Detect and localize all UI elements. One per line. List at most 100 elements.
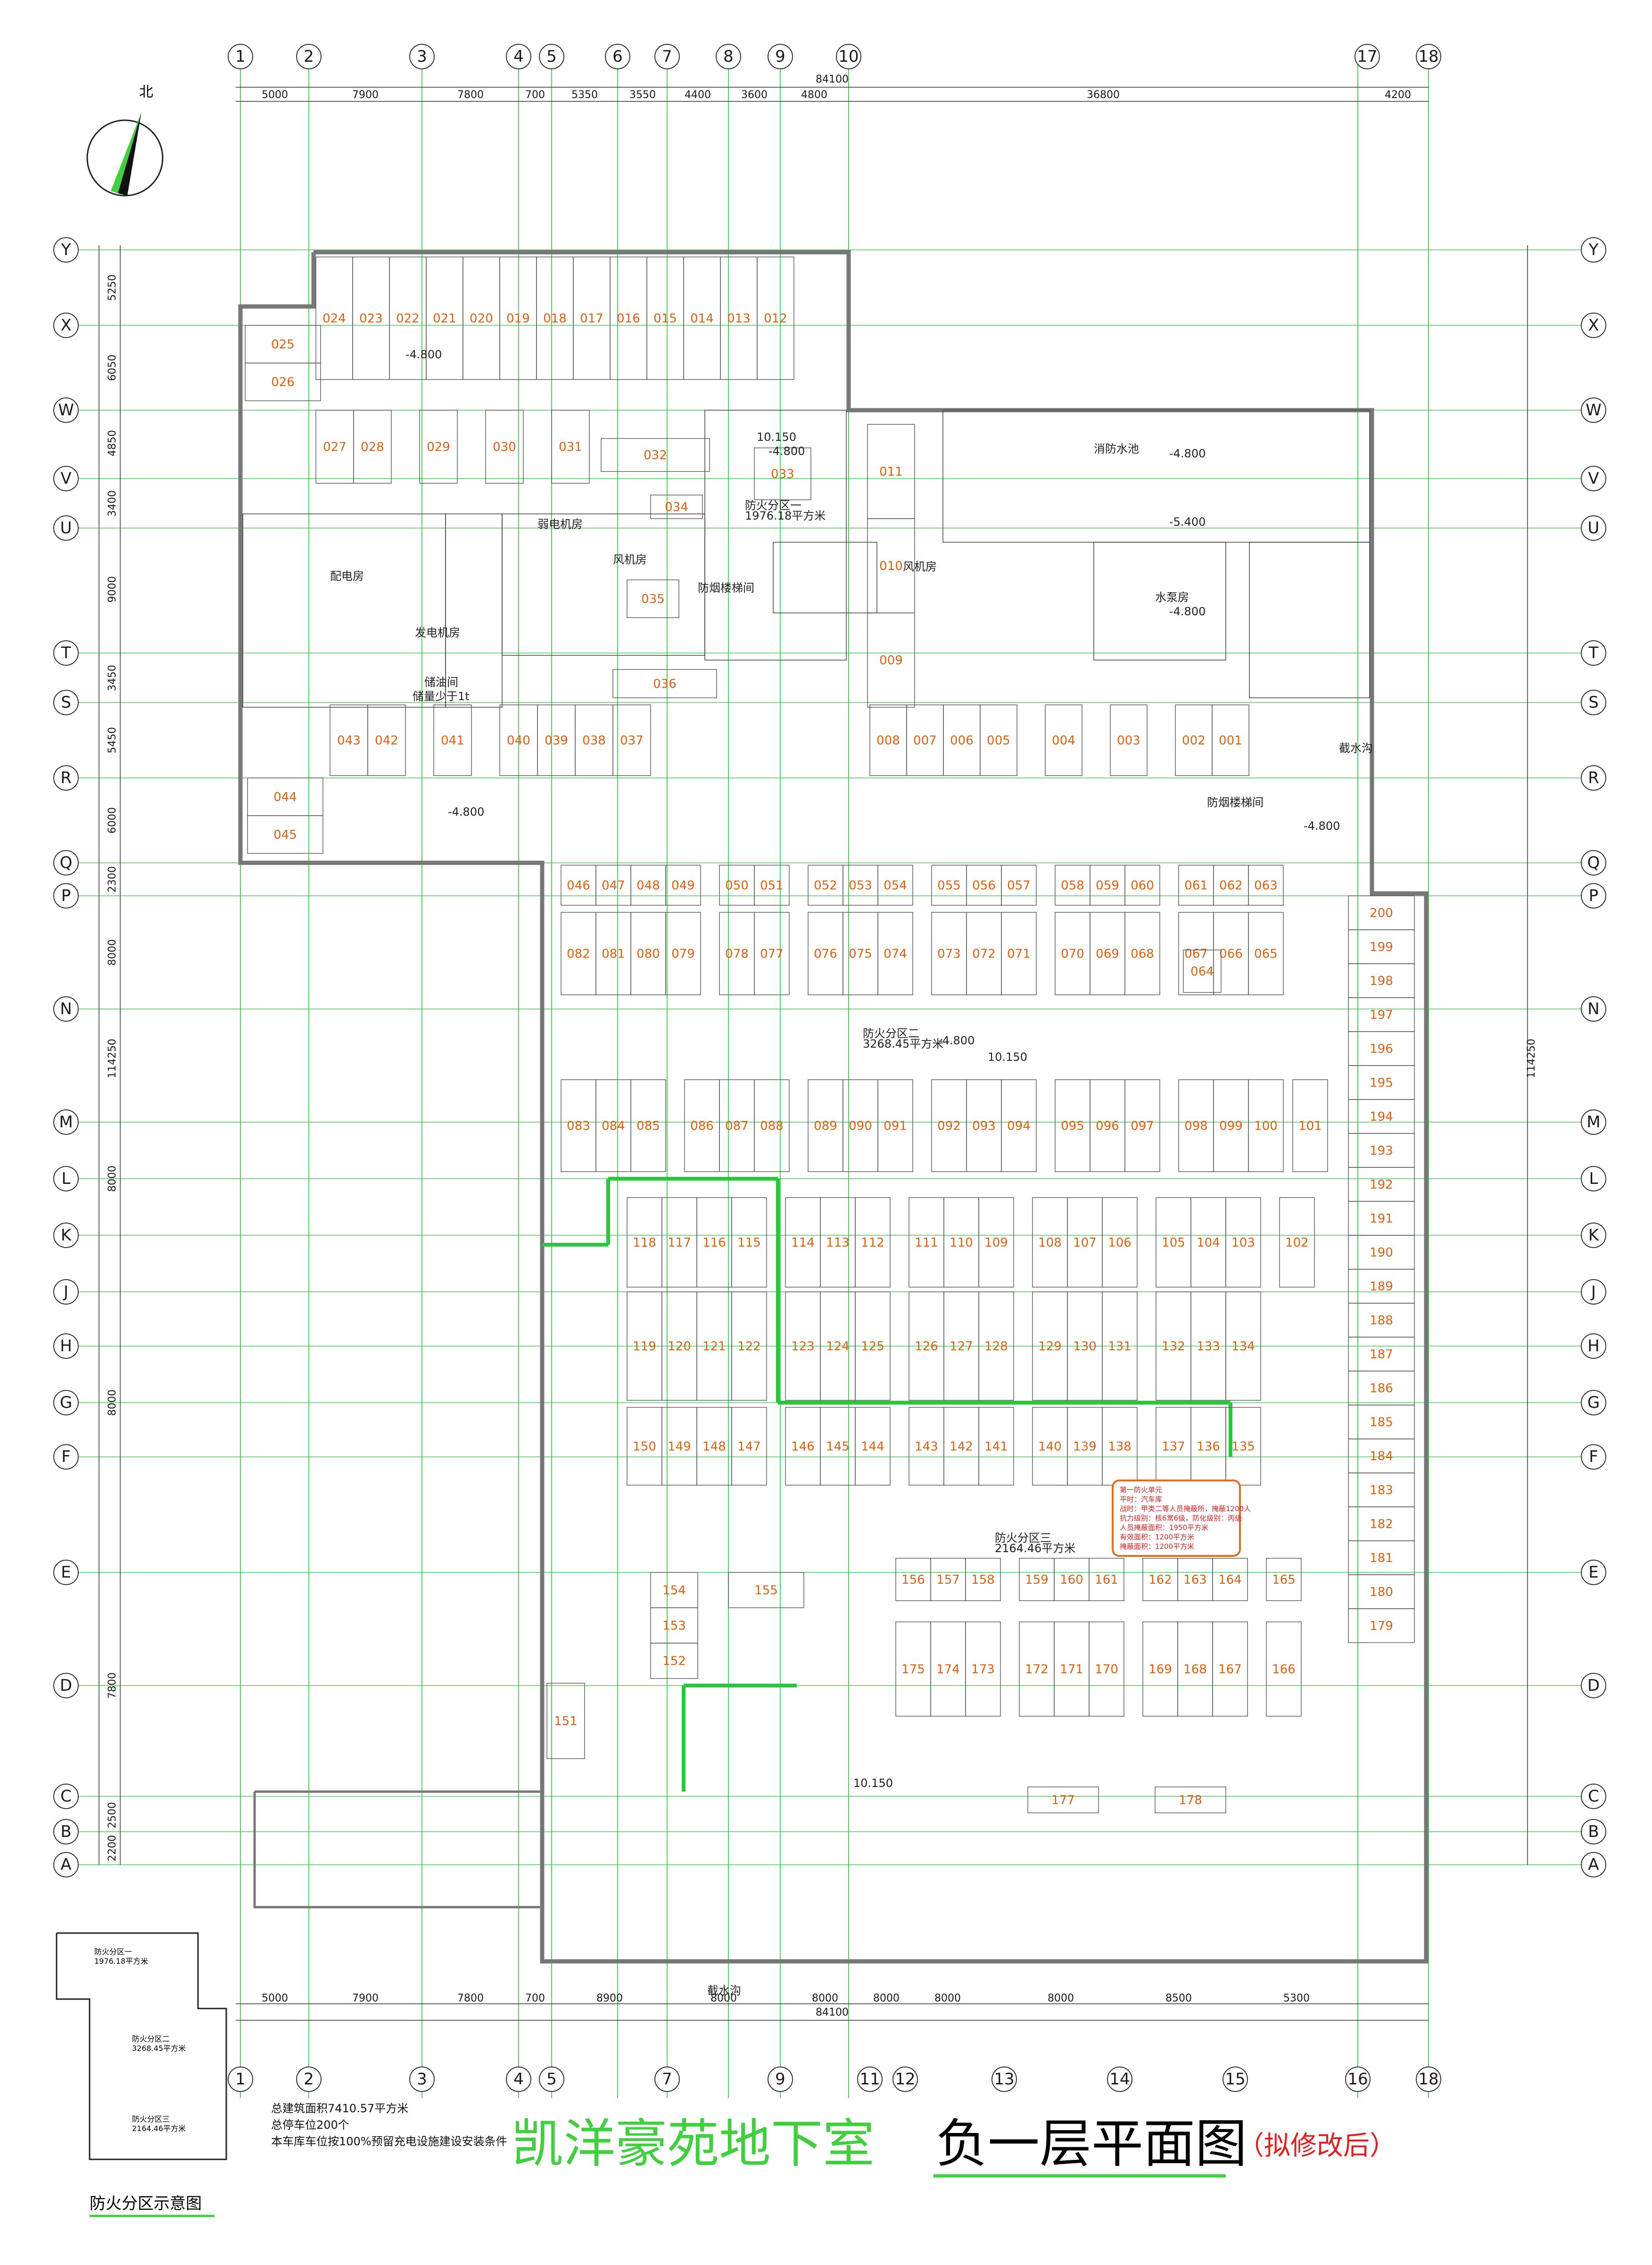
axis-label: 9 <box>775 2070 785 2089</box>
stall-074: 074 <box>884 947 907 961</box>
stall-200: 200 <box>1370 906 1393 920</box>
drawing-title: 凯洋豪苑地下室 负一层平面图 （拟修改后） <box>512 2114 1396 2178</box>
stall-045: 045 <box>273 828 297 842</box>
axis-bubble <box>1581 237 1606 263</box>
axis-bubble <box>892 2067 918 2092</box>
axis-bubble <box>53 397 79 423</box>
axis-label: G <box>60 1393 72 1412</box>
stall-062: 062 <box>1219 879 1243 893</box>
dim-bottom: 5300 <box>1283 1992 1310 2004</box>
stall-038: 038 <box>582 734 606 748</box>
axis-label: 4 <box>513 2070 524 2089</box>
axis-bubble <box>1581 640 1606 666</box>
axis-bubble <box>53 883 79 909</box>
stall-188: 188 <box>1370 1314 1393 1328</box>
axis-bubble <box>53 850 79 876</box>
title-note: （拟修改后） <box>1238 2131 1396 2161</box>
stall-112: 112 <box>861 1236 884 1250</box>
stall-095: 095 <box>1061 1119 1084 1133</box>
stall-030: 030 <box>493 440 516 455</box>
dim-top: 5350 <box>571 89 598 101</box>
dim-top: 700 <box>525 89 545 101</box>
elev-2: -4.800 <box>768 445 805 458</box>
north-arrow-icon: 北 <box>86 84 164 197</box>
axis-bubble <box>1581 1390 1606 1415</box>
axis-bubble <box>296 2067 322 2092</box>
dimension-right: 114250 <box>1526 245 1537 1865</box>
stall-097: 097 <box>1131 1119 1154 1133</box>
axis-bubble <box>53 466 79 491</box>
stall-054: 054 <box>884 879 907 893</box>
stall-186: 186 <box>1370 1381 1393 1396</box>
elev-10: 10.150 <box>988 1050 1027 1064</box>
stall-179: 179 <box>1370 1619 1393 1633</box>
stall-001: 001 <box>1219 734 1242 748</box>
stall-122: 122 <box>737 1339 761 1354</box>
zone2-name: 防火分区二 <box>863 1027 919 1040</box>
stall-154: 154 <box>662 1584 686 1598</box>
room-slope-2: 截水沟 <box>707 1984 741 1997</box>
dim-bottom: 7800 <box>457 1992 484 2004</box>
axis-label: T <box>61 644 71 662</box>
stall-191: 191 <box>1370 1212 1393 1226</box>
stall-078: 078 <box>725 947 749 961</box>
axis-bubble <box>53 1109 79 1135</box>
legend-zone1-name: 防火分区一 <box>94 1947 132 1956</box>
room-fuel: 储油间 <box>424 676 458 689</box>
axis-bubble <box>768 2067 793 2092</box>
stall-166: 166 <box>1272 1662 1296 1677</box>
dim-top: 3600 <box>741 89 768 101</box>
stall-059: 059 <box>1096 879 1119 893</box>
stall-046: 046 <box>567 879 590 893</box>
stall-011: 011 <box>879 465 903 479</box>
axis-label: N <box>60 1000 72 1018</box>
axis-bubble <box>1581 1279 1606 1305</box>
dim-bottom: 8500 <box>1165 1992 1192 2004</box>
axis-label: P <box>1589 886 1599 905</box>
stall-128: 128 <box>984 1339 1008 1354</box>
stall-004: 004 <box>1052 734 1075 748</box>
stall-197: 197 <box>1370 1008 1393 1022</box>
stall-132: 132 <box>1162 1339 1185 1354</box>
stall-092: 092 <box>937 1119 961 1133</box>
axis-label: 13 <box>994 2070 1014 2089</box>
axis-label: C <box>1588 1787 1599 1806</box>
stall-131: 131 <box>1108 1339 1132 1354</box>
axis-label: M <box>1586 1113 1600 1132</box>
stall-052: 052 <box>814 879 837 893</box>
stall-083: 083 <box>567 1119 590 1133</box>
dimension-left: 5250605048503400900034505450600023008000… <box>99 245 121 1865</box>
room-fan-1: 风机房 <box>613 553 647 566</box>
stall-037: 037 <box>620 734 644 748</box>
room-labels: 配电房 发电机房 储油间 储量少于1t 弱电机房 风机房 风机房 消防水池 水泵… <box>330 442 1373 1997</box>
stall-101: 101 <box>1298 1119 1322 1133</box>
zone3-name: 防火分区三 <box>995 1531 1051 1545</box>
stall-174: 174 <box>936 1662 960 1677</box>
stall-115: 115 <box>737 1236 761 1250</box>
axis-label: Q <box>1587 853 1600 872</box>
stall-180: 180 <box>1370 1585 1393 1599</box>
axis-bubble <box>1581 1166 1606 1191</box>
stall-026: 026 <box>271 375 295 389</box>
stall-088: 088 <box>760 1119 784 1133</box>
building-walls <box>238 250 1429 1964</box>
elevations: -4.800 -4.800 -4.800 -4.800 -5.400 -4.80… <box>405 348 1340 1790</box>
fire-zone-labels: 防火分区一 1976.18平方米 防火分区二 3268.45平方米 防火分区三 … <box>745 499 1075 1555</box>
stall-164: 164 <box>1218 1573 1242 1587</box>
axis-bubble <box>1581 397 1606 423</box>
axis-label: E <box>61 1563 71 1582</box>
note-line: 抗力级别：核6常6级，防化级别：丙级 <box>1120 1514 1242 1522</box>
elev-7: -4.800 <box>1304 819 1340 833</box>
dim-bottom: 5000 <box>262 1992 288 2004</box>
stall-175: 175 <box>901 1662 925 1677</box>
room-weak: 弱电机房 <box>537 518 583 531</box>
axis-label: W <box>1586 401 1602 420</box>
axis-label: 17 <box>1357 47 1377 66</box>
axis-bubble <box>228 2067 253 2092</box>
stall-085: 085 <box>636 1119 660 1133</box>
axis-label: 18 <box>1418 47 1438 66</box>
stall-stall_034: 034 <box>665 500 688 514</box>
dim-bottom: 8000 <box>710 1992 737 2004</box>
stall-168: 168 <box>1183 1662 1207 1677</box>
